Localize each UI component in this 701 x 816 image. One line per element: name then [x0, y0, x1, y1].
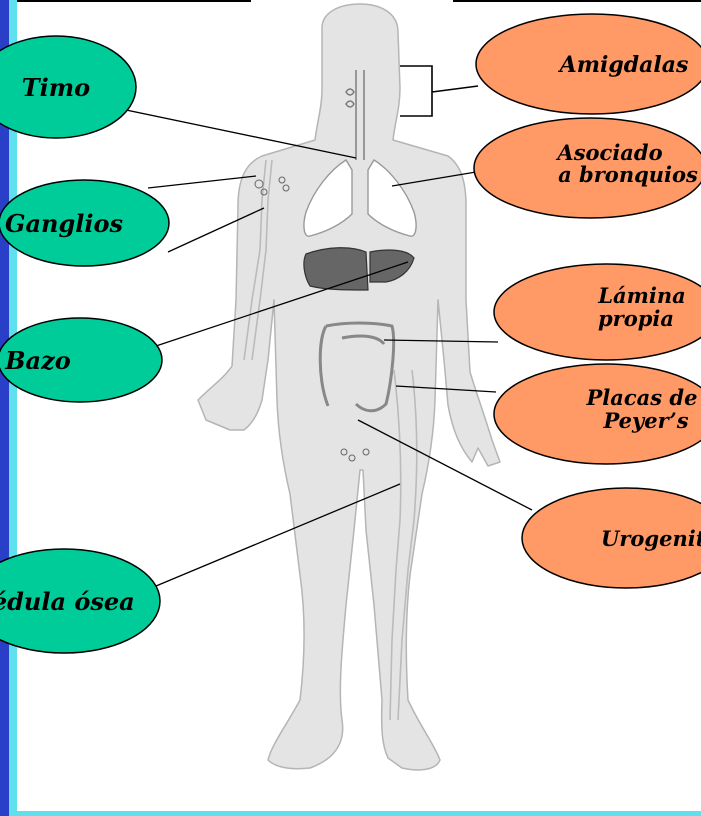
- label-lamina-1: Lámina: [597, 283, 685, 308]
- label-ganglios: Ganglios: [5, 209, 124, 238]
- bubble-lamina: Lámina propia: [494, 264, 701, 360]
- bubble-amigdalas: Amigdalas: [476, 14, 701, 114]
- amigdalas-bracket: [400, 66, 478, 116]
- bubble-medula: Médula ósea: [0, 549, 160, 653]
- bubble-placas: Placas de Peyer’s: [494, 364, 701, 464]
- bubble-asociado: Asociado a bronquios: [474, 118, 701, 218]
- label-amigdalas: Amigdalas: [558, 52, 689, 78]
- label-timo: Timo: [22, 73, 90, 102]
- bubble-bazo: Bazo: [0, 318, 162, 402]
- human-body-figure: [198, 4, 500, 770]
- label-placas-2: Peyer’s: [602, 408, 688, 433]
- bubble-ganglios: Ganglios: [0, 180, 169, 266]
- label-lamina-2: propia: [598, 306, 674, 331]
- label-medula: Médula ósea: [0, 587, 135, 616]
- label-asociado-2: a bronquios: [558, 162, 698, 187]
- line-medula: [156, 484, 400, 586]
- bubble-urogenital: Urogenital: [522, 488, 701, 588]
- label-placas-1: Placas de: [586, 385, 698, 410]
- label-urogenital: Urogenital: [601, 526, 701, 551]
- bubble-timo: Timo: [0, 36, 136, 138]
- body-silhouette: [198, 4, 500, 770]
- label-bazo: Bazo: [4, 346, 70, 375]
